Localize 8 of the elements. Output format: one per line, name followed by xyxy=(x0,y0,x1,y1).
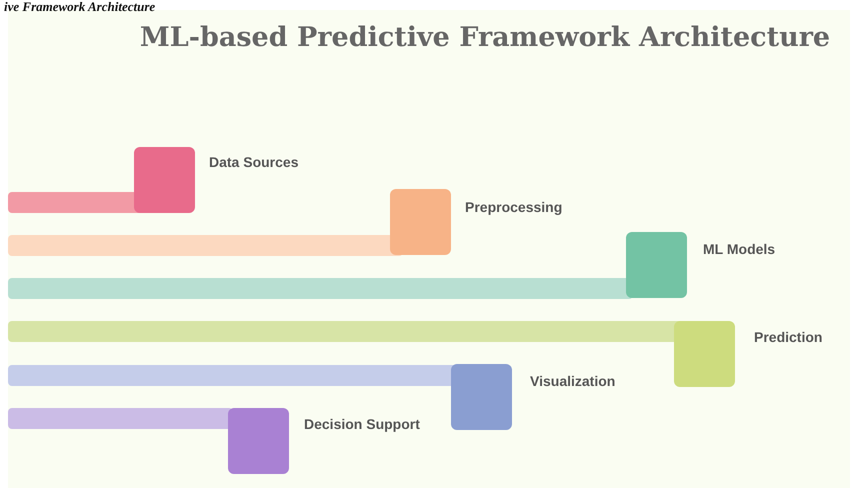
stage-label: Prediction xyxy=(754,329,822,345)
title: ML-based Predictive Framework Architecture xyxy=(138,22,832,53)
stage-label: Preprocessing xyxy=(465,199,562,215)
stage-label: Data Sources xyxy=(209,154,298,170)
stage-label: Decision Support xyxy=(304,416,420,432)
stage-label: ML Models xyxy=(703,241,776,257)
caption-text: ive Framework Architecture xyxy=(4,0,156,14)
stage-label: Visualization xyxy=(530,373,616,389)
